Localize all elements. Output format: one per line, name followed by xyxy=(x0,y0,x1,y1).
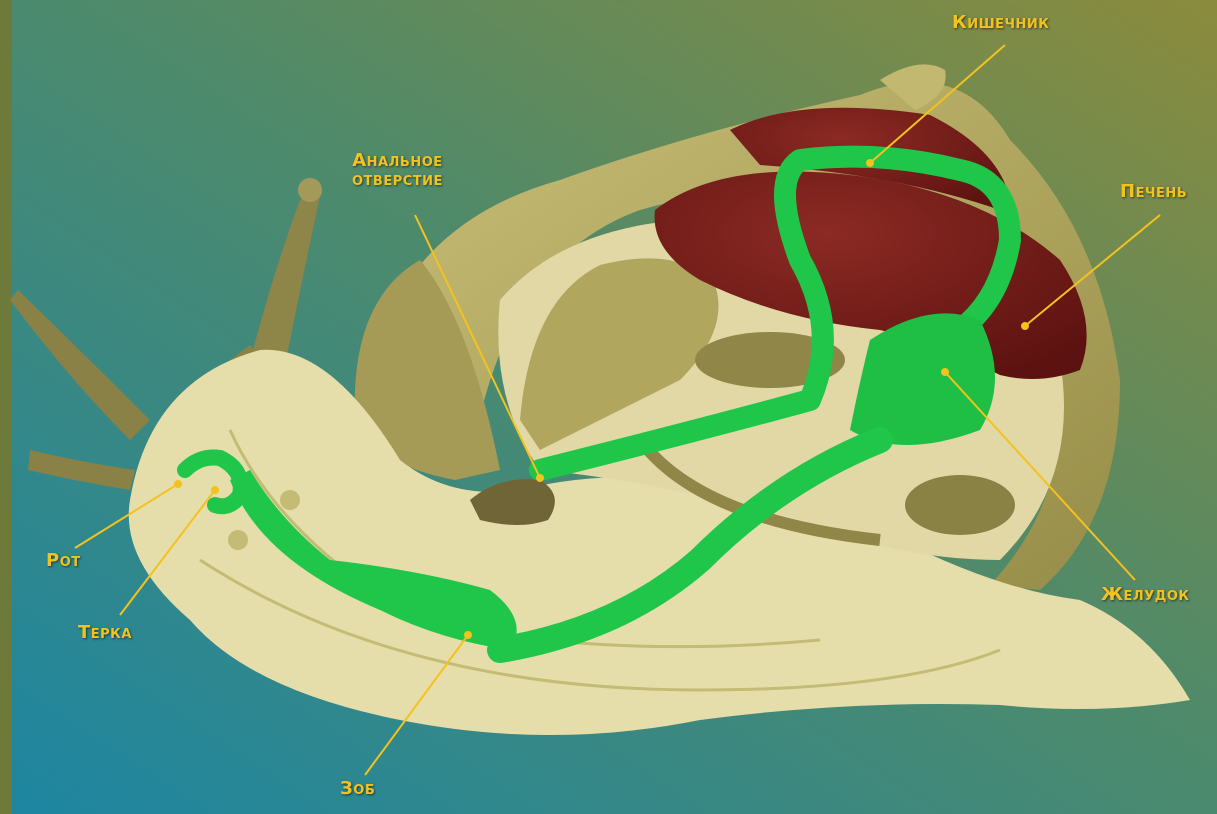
label-intestine: Кишечник xyxy=(952,14,1049,33)
label-stomach: Желудок xyxy=(1101,586,1190,605)
label-anus-line2: отверстие xyxy=(352,171,443,190)
leader-crop-dot xyxy=(465,632,471,638)
ganglion-2 xyxy=(228,530,248,550)
left-border xyxy=(0,0,12,814)
label-radula: Терка xyxy=(78,624,132,643)
label-anus: Анальное отверстие xyxy=(352,152,443,190)
gland-2 xyxy=(905,475,1015,535)
leader-radula-dot xyxy=(212,487,218,493)
leader-intestine-dot xyxy=(867,160,873,166)
leader-mouth-dot xyxy=(175,481,181,487)
label-liver: Печень xyxy=(1120,183,1187,202)
leader-stomach-dot xyxy=(942,369,948,375)
label-mouth: Рот xyxy=(46,552,81,571)
leader-anus-dot xyxy=(537,475,543,481)
top-tentacle-eye xyxy=(298,178,322,202)
leader-liver-dot xyxy=(1022,323,1028,329)
ganglion-1 xyxy=(280,490,300,510)
label-crop: Зоб xyxy=(340,780,375,799)
